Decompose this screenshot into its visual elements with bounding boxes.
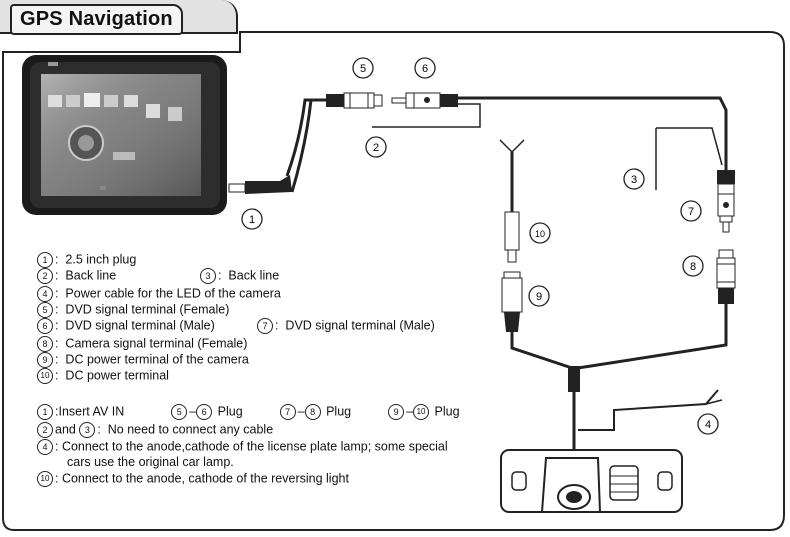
legend-num: 3 bbox=[200, 268, 216, 284]
callout-5-label: 5 bbox=[360, 63, 366, 75]
callout-5: 5 bbox=[352, 57, 374, 79]
header-tab: GPS Navigation bbox=[0, 0, 238, 35]
connector-10-illustration bbox=[504, 211, 520, 263]
callout-8-label: 8 bbox=[690, 261, 696, 273]
cable-3-backline bbox=[656, 127, 723, 166]
legend-text: DVD signal terminal (Male) bbox=[65, 318, 215, 333]
legend-text: 2.5 inch plug bbox=[65, 252, 137, 267]
legend-num: 2 bbox=[37, 268, 53, 284]
cable-10-forks bbox=[499, 139, 525, 154]
gps-device-illustration bbox=[22, 55, 227, 215]
note-no-need: No need to connect any cable bbox=[107, 422, 274, 437]
callout-9-label: 9 bbox=[536, 291, 542, 303]
connector-9-illustration bbox=[501, 271, 523, 332]
legend-text: DVD signal terminal (Male) bbox=[285, 318, 435, 333]
connector-5-illustration bbox=[326, 92, 383, 109]
callout-4: 4 bbox=[697, 413, 719, 435]
note-anode-line1: Connect to the anode,cathode of the lice… bbox=[61, 439, 448, 454]
callout-4-label: 4 bbox=[705, 419, 711, 431]
legend-num: 4 bbox=[37, 286, 53, 302]
note-anode: 4: Connect to the anode,cathode of the l… bbox=[37, 439, 448, 455]
camera-plate-illustration bbox=[500, 449, 683, 513]
legend-text: DVD signal terminal (Female) bbox=[65, 302, 230, 317]
callout-6-label: 6 bbox=[422, 63, 428, 75]
note-plug-9-10: Plug bbox=[434, 404, 460, 419]
legend-line-7: 7: DVD signal terminal (Male) bbox=[257, 318, 435, 334]
connector-6-illustration bbox=[391, 92, 458, 109]
legend-num: 6 bbox=[37, 318, 53, 334]
note-num: 5 bbox=[171, 404, 188, 420]
cable-2-backline bbox=[372, 103, 481, 128]
note-and: and bbox=[55, 422, 76, 437]
connector-8-illustration bbox=[716, 249, 736, 304]
cable-junction bbox=[568, 366, 580, 392]
legend-num: 9 bbox=[37, 352, 53, 368]
note-plug-5-6: Plug bbox=[217, 404, 243, 419]
note-num: 10 bbox=[413, 404, 430, 420]
legend-num: 5 bbox=[37, 302, 53, 318]
note-num: 10 bbox=[37, 471, 53, 487]
legend-text: Back line bbox=[65, 268, 117, 283]
cable-6-7 bbox=[458, 96, 728, 170]
callout-6: 6 bbox=[414, 57, 436, 79]
legend-num: 1 bbox=[37, 252, 53, 268]
legend-line-4: 4: Power cable for the LED of the camera bbox=[37, 286, 281, 302]
legend-line-6: 6: DVD signal terminal (Male) bbox=[37, 318, 215, 334]
note-num: 7 bbox=[279, 404, 296, 420]
callout-3: 3 bbox=[623, 168, 645, 190]
note-num: 6 bbox=[196, 404, 213, 420]
note-insert-av: Insert AV IN bbox=[58, 404, 125, 419]
callout-9: 9 bbox=[528, 285, 550, 307]
legend-num: 10 bbox=[37, 368, 53, 384]
callout-1: 1 bbox=[241, 208, 263, 230]
callout-7-label: 7 bbox=[688, 206, 694, 218]
legend-text: DC power terminal bbox=[65, 368, 169, 383]
page-title: GPS Navigation bbox=[10, 4, 183, 35]
legend-text: Power cable for the LED of the camera bbox=[65, 286, 281, 301]
callout-10-label: 10 bbox=[535, 229, 545, 239]
connector-7-illustration bbox=[717, 170, 735, 233]
callout-8: 8 bbox=[682, 255, 704, 277]
note-num: 1 bbox=[37, 404, 53, 420]
note-num: 9 bbox=[388, 404, 405, 420]
note-plugs: 1:Insert AV IN 5–6 Plug 7–8 Plug 9–10 Pl… bbox=[37, 404, 460, 420]
legend-num: 7 bbox=[257, 318, 273, 334]
note-plug-7-8: Plug bbox=[326, 404, 352, 419]
note-reversing-text: Connect to the anode, cathode of the rev… bbox=[61, 471, 349, 486]
callout-7: 7 bbox=[680, 200, 702, 222]
legend-text: Camera signal terminal (Female) bbox=[65, 336, 248, 351]
legend-line-9: 9: DC power terminal of the camera bbox=[37, 352, 249, 368]
plug-1-illustration bbox=[228, 98, 326, 194]
note-num: 4 bbox=[37, 439, 53, 455]
callout-2: 2 bbox=[365, 136, 387, 158]
legend-num: 8 bbox=[37, 336, 53, 352]
callout-1-label: 1 bbox=[249, 214, 255, 226]
note-num: 2 bbox=[37, 422, 53, 438]
cable-4 bbox=[578, 389, 719, 431]
legend-text: DC power terminal of the camera bbox=[65, 352, 249, 367]
note-num: 3 bbox=[79, 422, 96, 438]
callout-10: 10 bbox=[529, 222, 551, 244]
cable-4-fork bbox=[705, 399, 723, 405]
callout-2-label: 2 bbox=[373, 142, 379, 154]
note-num: 8 bbox=[304, 404, 321, 420]
cable-8 bbox=[577, 304, 728, 370]
legend-line-1: 1: 2.5 inch plug bbox=[37, 252, 136, 268]
diagram-frame bbox=[2, 31, 785, 531]
cable-9 bbox=[510, 332, 573, 370]
callout-3-label: 3 bbox=[631, 174, 637, 186]
legend-line-3: 3: Back line bbox=[200, 268, 279, 284]
legend-text: Back line bbox=[228, 268, 280, 283]
note-anode-line2: cars use the original car lamp. bbox=[67, 455, 234, 469]
note-reversing: 10: Connect to the anode, cathode of the… bbox=[37, 471, 349, 487]
legend-line-2: 2: Back line bbox=[37, 268, 116, 284]
legend-line-8: 8: Camera signal terminal (Female) bbox=[37, 336, 247, 352]
legend-line-5: 5: DVD signal terminal (Female) bbox=[37, 302, 229, 318]
legend-line-10: 10: DC power terminal bbox=[37, 368, 169, 384]
note-anode-2: cars use the original car lamp. bbox=[67, 455, 234, 470]
